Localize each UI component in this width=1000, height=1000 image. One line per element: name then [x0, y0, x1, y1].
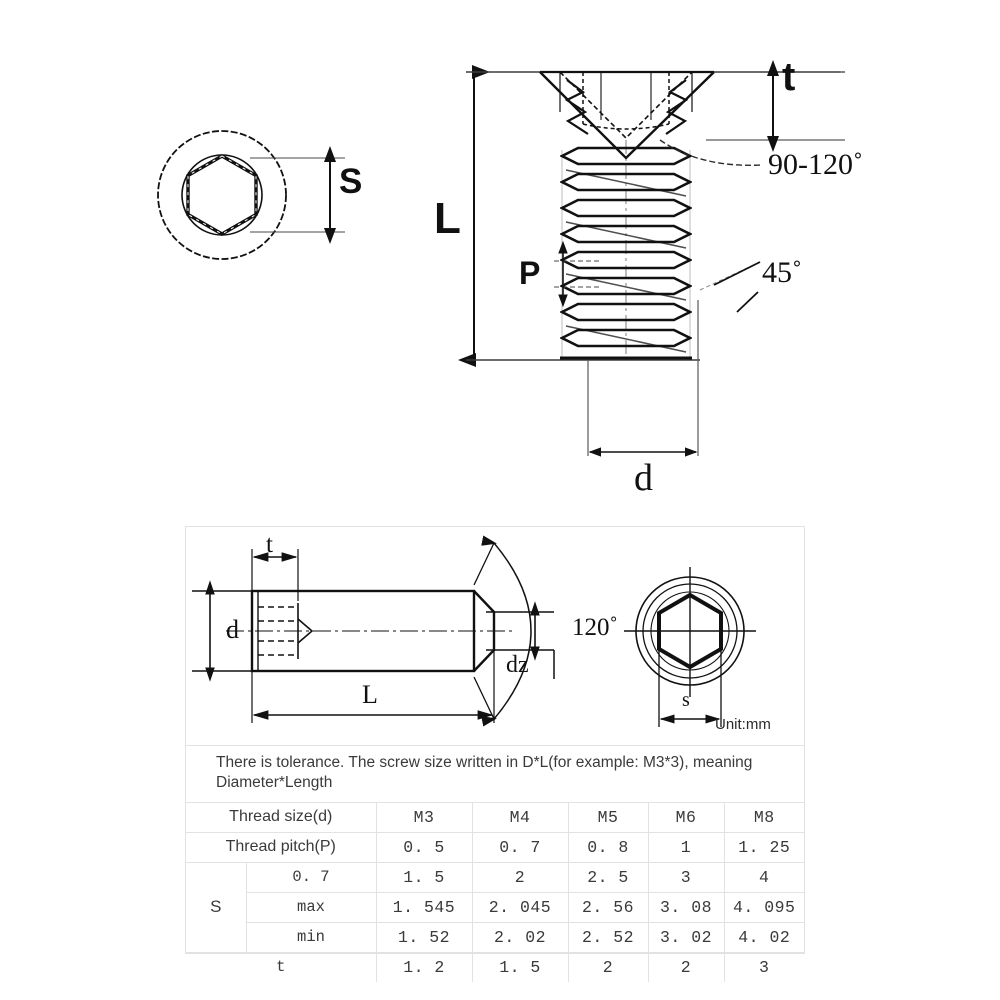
setscrew-side-view [226, 589, 516, 673]
cell-value: 1. 2 [376, 951, 473, 982]
cell-value: 2. 52 [568, 921, 649, 953]
lower-end-view [624, 567, 756, 697]
spec-panel: t d L dz 120˚ s Unit:mm There is toleran… [185, 526, 805, 982]
row-sublabel: max [246, 891, 377, 923]
cell-value: 0. 8 [568, 831, 649, 863]
d-dimension [587, 300, 699, 456]
cell-value: 2. 5 [568, 861, 649, 893]
row-label: Thread pitch(P) [186, 831, 377, 863]
cell-value: 0. 5 [376, 831, 473, 863]
cell-value: 3. 02 [648, 921, 725, 953]
cell-value: 3. 08 [648, 891, 725, 923]
table-row: Thread size(d) M3 M4 M5 M6 M8 [186, 801, 804, 833]
cell-value: 0. 7 [472, 831, 569, 863]
lower-label-d: d [226, 615, 239, 644]
label-angle-45: 45˚ [762, 256, 802, 289]
cell-value: 1. 545 [376, 891, 473, 923]
lower-label-t: t [266, 531, 273, 558]
cell-value: 1. 52 [376, 921, 473, 953]
cell-m5: M5 [568, 801, 649, 833]
end-view-circle [157, 130, 287, 260]
label-t-depth: t [782, 55, 796, 99]
lower-label-s: s [682, 689, 690, 711]
cell-value: 2 [648, 951, 725, 982]
label-angle-90-120: 90-120˚ [768, 148, 863, 181]
screw-threads [560, 140, 692, 360]
table-row: S 0. 7 1. 5 2 2. 5 3 4 [186, 861, 804, 953]
cell-value: 3 [648, 861, 725, 893]
lower-s-dimension [658, 649, 722, 727]
row-label: t [186, 951, 377, 982]
lower-l-dimension [251, 651, 495, 723]
lower-technical-drawing [192, 535, 756, 727]
cell-value: 2 [472, 861, 569, 893]
row-sublabel: 0. 7 [246, 861, 377, 893]
lower-figure-area: t d L dz 120˚ s Unit:mm [186, 527, 804, 745]
lower-t-dimension [251, 549, 299, 601]
unit-note: Unit:mm [715, 716, 771, 733]
angle-chamfer-leader [699, 261, 761, 313]
lower-label-dz: dz [506, 652, 529, 678]
lower-d-dimension [192, 580, 256, 682]
cell-value: 2. 045 [472, 891, 569, 923]
table-row: Thread pitch(P) 0. 5 0. 7 0. 8 1 1. 25 [186, 831, 804, 863]
point-angle-arc [473, 535, 532, 727]
label-s-endview: S [339, 162, 363, 201]
lower-label-l: L [362, 680, 378, 709]
table-row: min 1. 52 2. 02 2. 52 3. 02 4. 02 [186, 921, 804, 953]
table-row: max 1. 545 2. 045 2. 56 3. 08 4. 095 [186, 891, 804, 923]
cell-value: 1. 25 [724, 831, 804, 863]
p-dimension [554, 260, 600, 288]
table-row: t 1. 2 1. 5 2 2 3 [186, 951, 804, 982]
angle-head-leader [659, 139, 763, 166]
cell-value: 4. 095 [724, 891, 804, 923]
spec-table: Thread size(d) M3 M4 M5 M6 M8 Thread pit… [186, 801, 804, 982]
cell-m6: M6 [648, 801, 725, 833]
cell-value: 1. 5 [376, 861, 473, 893]
cell-m4: M4 [472, 801, 569, 833]
cell-value: 4 [724, 861, 804, 893]
tolerance-note: There is tolerance. The screw size writt… [186, 745, 804, 802]
cell-m3: M3 [376, 801, 473, 833]
screw-body [539, 70, 715, 160]
cell-value: 3 [724, 951, 804, 982]
label-l-length: L [434, 194, 461, 243]
row-group-s: S [186, 861, 247, 953]
cell-value: 4. 02 [724, 921, 804, 953]
cell-value: 2 [568, 951, 649, 982]
cell-m8: M8 [724, 801, 804, 833]
lower-label-120deg: 120˚ [572, 614, 618, 641]
t-dimension [706, 71, 845, 141]
label-p-pitch: P [519, 255, 541, 291]
spec-table-body: Thread size(d) M3 M4 M5 M6 M8 Thread pit… [186, 801, 804, 982]
row-sublabel: min [246, 921, 377, 953]
row-label: Thread size(d) [186, 801, 377, 833]
cell-value: 1 [648, 831, 725, 863]
cell-value: 1. 5 [472, 951, 569, 982]
cell-value: 2. 02 [472, 921, 569, 953]
cell-value: 2. 56 [568, 891, 649, 923]
label-d-diameter: d [634, 457, 653, 499]
dz-dimension [486, 601, 555, 679]
